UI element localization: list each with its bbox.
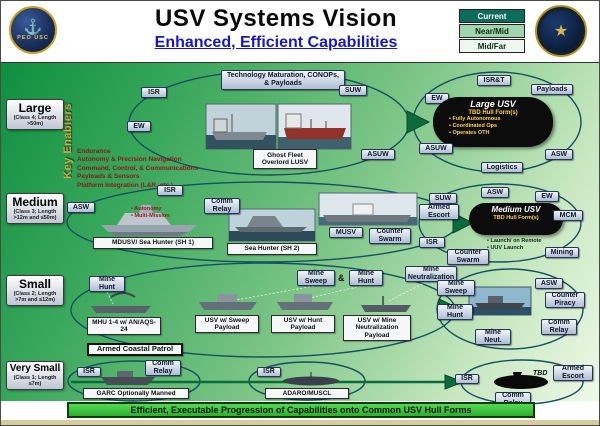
sh1-bullet: • Autonomy bbox=[131, 206, 162, 212]
badge-isr-large: ISR bbox=[141, 87, 167, 98]
armed-coastal-patrol-label: Armed Coastal Patrol bbox=[87, 343, 183, 356]
medium-usv-title: Medium USV bbox=[491, 205, 541, 214]
badge-mining: Mining bbox=[545, 247, 579, 258]
badge-suw-medium: SUW bbox=[429, 193, 457, 204]
badge-asw-small-right: ASW bbox=[535, 278, 563, 289]
medium-usv-bullet: • UUV Launch bbox=[487, 244, 524, 251]
badge-armed-escort-medium: Armed Escort bbox=[419, 204, 459, 220]
badge-isr-medium: ISR bbox=[157, 185, 183, 196]
class-very-small-name: Very Small bbox=[9, 363, 61, 374]
badge-counter-piracy: Counter Piracy bbox=[545, 292, 585, 308]
key-enabler-item: Command, Control, & Communications bbox=[77, 164, 199, 172]
class-box-large: Large (Class 4; Length >50m) bbox=[6, 99, 64, 130]
ampersand-text: & bbox=[338, 273, 345, 283]
medium-usv-bullets: • Launch/ on Remote • UUV Launch bbox=[487, 238, 541, 252]
badge-isr-vs-1: ISR bbox=[77, 367, 101, 377]
page-subtitle: Enhanced, Efficient Capabilities bbox=[154, 34, 398, 51]
badge-asw-medium-left: ASW bbox=[67, 202, 95, 213]
badge-asw-large-right: ASW bbox=[545, 149, 573, 160]
badge-mine-sweep-right: Mine Sweep bbox=[437, 280, 475, 296]
legend-current: Current bbox=[459, 9, 525, 23]
large-usv-bullet: • Operates OTH bbox=[449, 130, 490, 137]
badge-mine-hunt-small-left: Mine Hunt bbox=[89, 276, 125, 292]
badge-comm-relay-small-right: Comm Relay bbox=[541, 319, 577, 335]
badge-mine-hunt-right: Mine Hunt bbox=[437, 304, 473, 320]
badge-mcm: MCM bbox=[553, 210, 583, 221]
badge-isr-medium-right: ISR bbox=[419, 237, 445, 248]
sh1-bullet: • Multi-Mission bbox=[131, 212, 170, 219]
sea-hunter-2-label: Sea Hunter (SH 2) bbox=[227, 243, 317, 255]
badge-isr-vs-3: ISR bbox=[455, 374, 479, 384]
class-medium-desc: (Class 3; Length >12m and ≤50m) bbox=[13, 208, 57, 221]
page-title: USV Systems Vision bbox=[155, 5, 397, 32]
large-usv-subtitle: TBD Hull Form(s) bbox=[468, 109, 518, 116]
medium-usv-blob: Medium USV TBD Hull Form(s) bbox=[469, 203, 563, 235]
badge-mine-sweep-mid: Mine Sweep bbox=[297, 270, 335, 286]
legend-near-mid: Near/Mid bbox=[459, 24, 525, 38]
anchor-icon: ⚓ bbox=[23, 18, 43, 36]
usv-hunt-payload-label: USV w/ Hunt Payload bbox=[271, 315, 335, 333]
badge-armed-escort-vs: Armed Escort bbox=[553, 365, 593, 381]
badge-payloads: Payloads bbox=[531, 84, 573, 95]
badge-isr-vs-2: ISR bbox=[257, 367, 281, 377]
garc-label: GARC Optionally Manned bbox=[83, 388, 189, 399]
badge-counter-swarm-1: Counter Swarm bbox=[369, 228, 411, 244]
slide-header: USV Systems Vision Enhanced, Efficient C… bbox=[1, 1, 599, 63]
class-box-very-small: Very Small (Class 1; Length ≤7m) bbox=[6, 361, 64, 390]
badge-mine-neut-right: Mine Neut. bbox=[475, 329, 511, 345]
badge-ew-medium: EW bbox=[535, 191, 559, 202]
badge-comm-relay-vs-1: Comm Relay bbox=[145, 360, 181, 376]
ghost-fleet-label: Ghost Fleet Overlord LUSV bbox=[253, 149, 317, 169]
tbd-text: TBD bbox=[533, 370, 548, 377]
large-usv-blob: Large USV TBD Hull Form(s) • Fully Auton… bbox=[433, 97, 553, 147]
badge-asw-medium-right: ASW bbox=[481, 187, 509, 198]
class-box-medium: Medium (Class 3; Length >12m and ≤50m) bbox=[6, 193, 64, 224]
sea-hunter-1-bullets: • Autonomy • Multi-Mission bbox=[131, 206, 170, 220]
badge-logistics: Logistics bbox=[481, 162, 523, 173]
footer-banner: Efficient, Executable Progression of Cap… bbox=[67, 402, 535, 418]
key-enablers-title: Key Enablers bbox=[62, 103, 74, 179]
legend-mid-far: Mid/Far bbox=[459, 39, 525, 53]
bottom-strip bbox=[1, 420, 599, 425]
large-usv-bullet: • Fully Autonomous bbox=[449, 116, 501, 123]
class-large-desc: (Class 4; Length >50m) bbox=[13, 114, 57, 127]
usv-sweep-payload-label: USV w/ Sweep Payload bbox=[195, 315, 259, 333]
medium-usv-subtitle: TBD Hull Form(s) bbox=[493, 214, 539, 221]
badge-isrt: ISR&T bbox=[477, 75, 511, 86]
badge-asuw-large-right: ASUW bbox=[419, 143, 453, 154]
key-enabler-item: Payloads & Sensors bbox=[77, 173, 140, 181]
peo-usc-logo-text: PEO USC bbox=[17, 34, 49, 41]
badge-ew-large: EW bbox=[127, 121, 151, 132]
badge-musv: MUSV bbox=[329, 227, 363, 238]
mhu-label: MHU 1-4 w/ AN/AQS-24 bbox=[87, 317, 161, 335]
large-usv-title: Large USV bbox=[470, 99, 516, 109]
navy-emblem-icon: ★ bbox=[535, 5, 587, 57]
usv-mine-neutralization-payload-label: USV w/ Mine Neutralization Payload bbox=[343, 315, 411, 341]
medium-usv-bullet: • Launch/ on Remote bbox=[487, 238, 542, 244]
badge-comm-relay-medium: Comm Relay bbox=[204, 198, 240, 214]
class-medium-name: Medium bbox=[12, 195, 58, 209]
class-very-small-desc: (Class 1; Length ≤7m) bbox=[13, 374, 57, 387]
sea-hunter-1-label: MDUSV/ Sea Hunter (SH 1) bbox=[93, 237, 213, 249]
class-box-small: Small (Class 2; Length >7m and ≤12m) bbox=[6, 275, 64, 306]
class-small-desc: (Class 2; Length >7m and ≤12m) bbox=[13, 290, 57, 303]
badge-counter-swarm-2: Counter Swarm bbox=[447, 249, 489, 265]
peo-usc-logo-icon: ⚓ PEO USC bbox=[9, 6, 57, 54]
badge-asuw-large: ASUW bbox=[361, 149, 395, 160]
key-enablers-list: Endurance Autonomy & Precision Navigatio… bbox=[77, 148, 198, 190]
key-enabler-item: Endurance bbox=[77, 148, 111, 155]
class-large-name: Large bbox=[18, 101, 52, 115]
badge-suw-large: SUW bbox=[339, 85, 367, 96]
tech-maturation-box: Technology Maturation, CONOPs, & Payload… bbox=[221, 70, 345, 90]
timeframe-legend: Current Near/Mid Mid/Far bbox=[459, 9, 525, 54]
large-usv-bullet: • Coordinated Ops bbox=[449, 123, 498, 130]
badge-mine-hunt-mid: Mine Hunt bbox=[349, 270, 383, 286]
key-enabler-item: Autonomy & Precision Navigation bbox=[77, 156, 182, 164]
adaro-muscl-label: ADARO/MUSCL bbox=[265, 388, 349, 399]
class-small-name: Small bbox=[18, 277, 51, 291]
